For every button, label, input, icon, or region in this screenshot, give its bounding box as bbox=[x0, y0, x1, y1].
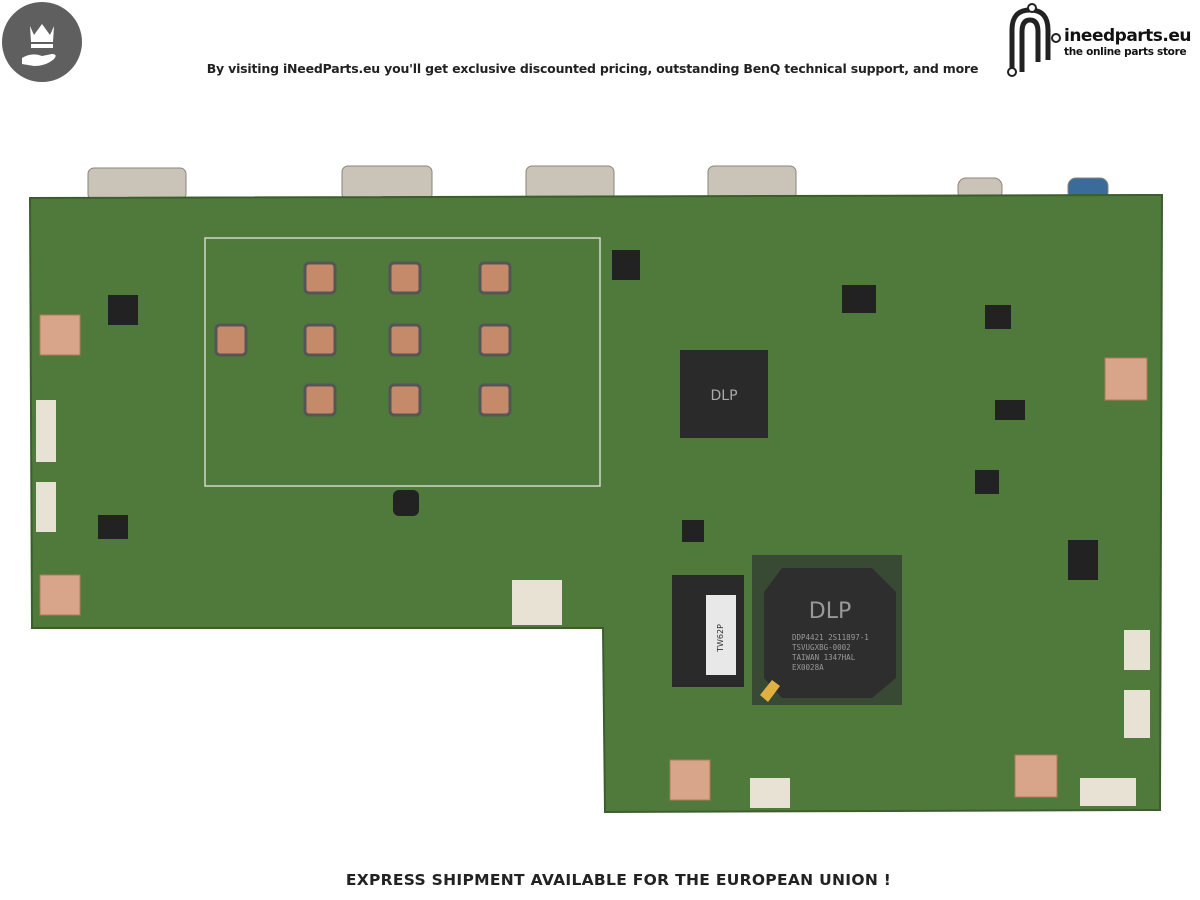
mounting-pads bbox=[39, 314, 1148, 801]
keypad-silkscreen bbox=[204, 237, 601, 487]
promo-tagline: By visiting iNeedParts.eu you'll get exc… bbox=[206, 61, 979, 76]
dlp-controller-chip bbox=[680, 350, 768, 438]
logo-name: ineedparts.eu bbox=[1064, 26, 1192, 46]
chip-line: TAIWAN 1347HAL bbox=[792, 653, 856, 662]
logo-mark-icon bbox=[1007, 3, 1061, 77]
dlp-main-chip bbox=[764, 568, 896, 698]
crown-hand-icon bbox=[22, 24, 56, 66]
memory-chip-label bbox=[706, 595, 736, 675]
white-connectors bbox=[36, 400, 1150, 808]
pin1-marker bbox=[760, 680, 780, 702]
chip-line: TSVUGXBG-0002 bbox=[792, 643, 851, 652]
memory-chip-text: TW62P bbox=[716, 624, 725, 653]
pcb-main-board-photo: DLP TW62P DLP DDP4421 2S11897-1 TSVUGXBG… bbox=[28, 165, 1164, 814]
smd-components bbox=[98, 250, 1098, 580]
vga-connectors bbox=[87, 165, 1109, 201]
dlp-chip-brand: DLP bbox=[809, 599, 851, 624]
shipping-notice: EXPRESS SHIPMENT AVAILABLE FOR THE EUROP… bbox=[345, 871, 892, 889]
chip-brand-small: DLP bbox=[710, 388, 737, 404]
logo-subtitle: the online parts store bbox=[1064, 46, 1187, 58]
ineedparts-logo[interactable]: ineedparts.eu the online parts store bbox=[1002, 2, 1197, 78]
crown-hand-badge bbox=[2, 2, 82, 82]
pcb-substrate bbox=[28, 193, 1164, 814]
chip-line: EX0028A bbox=[792, 663, 824, 672]
tactile-buttons bbox=[214, 261, 512, 417]
chip-line: DDP4421 2S11897-1 bbox=[792, 633, 869, 642]
